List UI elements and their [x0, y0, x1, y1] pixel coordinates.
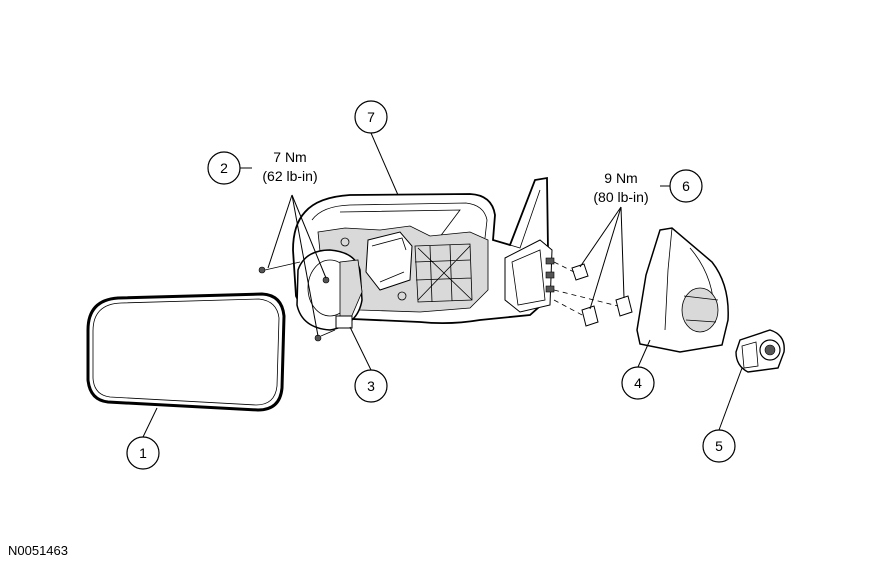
svg-text:1: 1: [139, 445, 147, 461]
figure-id: N0051463: [8, 543, 68, 558]
svg-text:3: 3: [367, 378, 375, 394]
sail-cover: [636, 227, 729, 353]
torque-left-nm: 7 Nm: [273, 149, 306, 165]
torque-right-lbin: (80 lb-in): [593, 189, 648, 205]
callout-3: 3: [354, 369, 388, 403]
callout-6: 6: [669, 169, 703, 203]
svg-text:2: 2: [220, 160, 228, 176]
lamp-module: [735, 329, 785, 373]
mirror-glass: [86, 292, 286, 412]
callout-7: 7: [354, 100, 388, 134]
callout-5: 5: [702, 429, 736, 463]
svg-text:7: 7: [367, 109, 375, 125]
callout-1: 1: [126, 436, 160, 470]
actuator-ring: [296, 249, 363, 331]
callout-4: 4: [621, 366, 655, 400]
svg-text:6: 6: [682, 178, 690, 194]
right-push-nuts: [553, 261, 633, 327]
svg-text:5: 5: [715, 438, 723, 454]
torque-right-nm: 9 Nm: [604, 170, 637, 186]
leader-lines: [142, 132, 743, 438]
torque-left-lbin: (62 lb-in): [262, 168, 317, 184]
svg-text:4: 4: [634, 375, 642, 391]
left-screws: [258, 261, 336, 342]
callout-2: 2: [207, 151, 241, 185]
